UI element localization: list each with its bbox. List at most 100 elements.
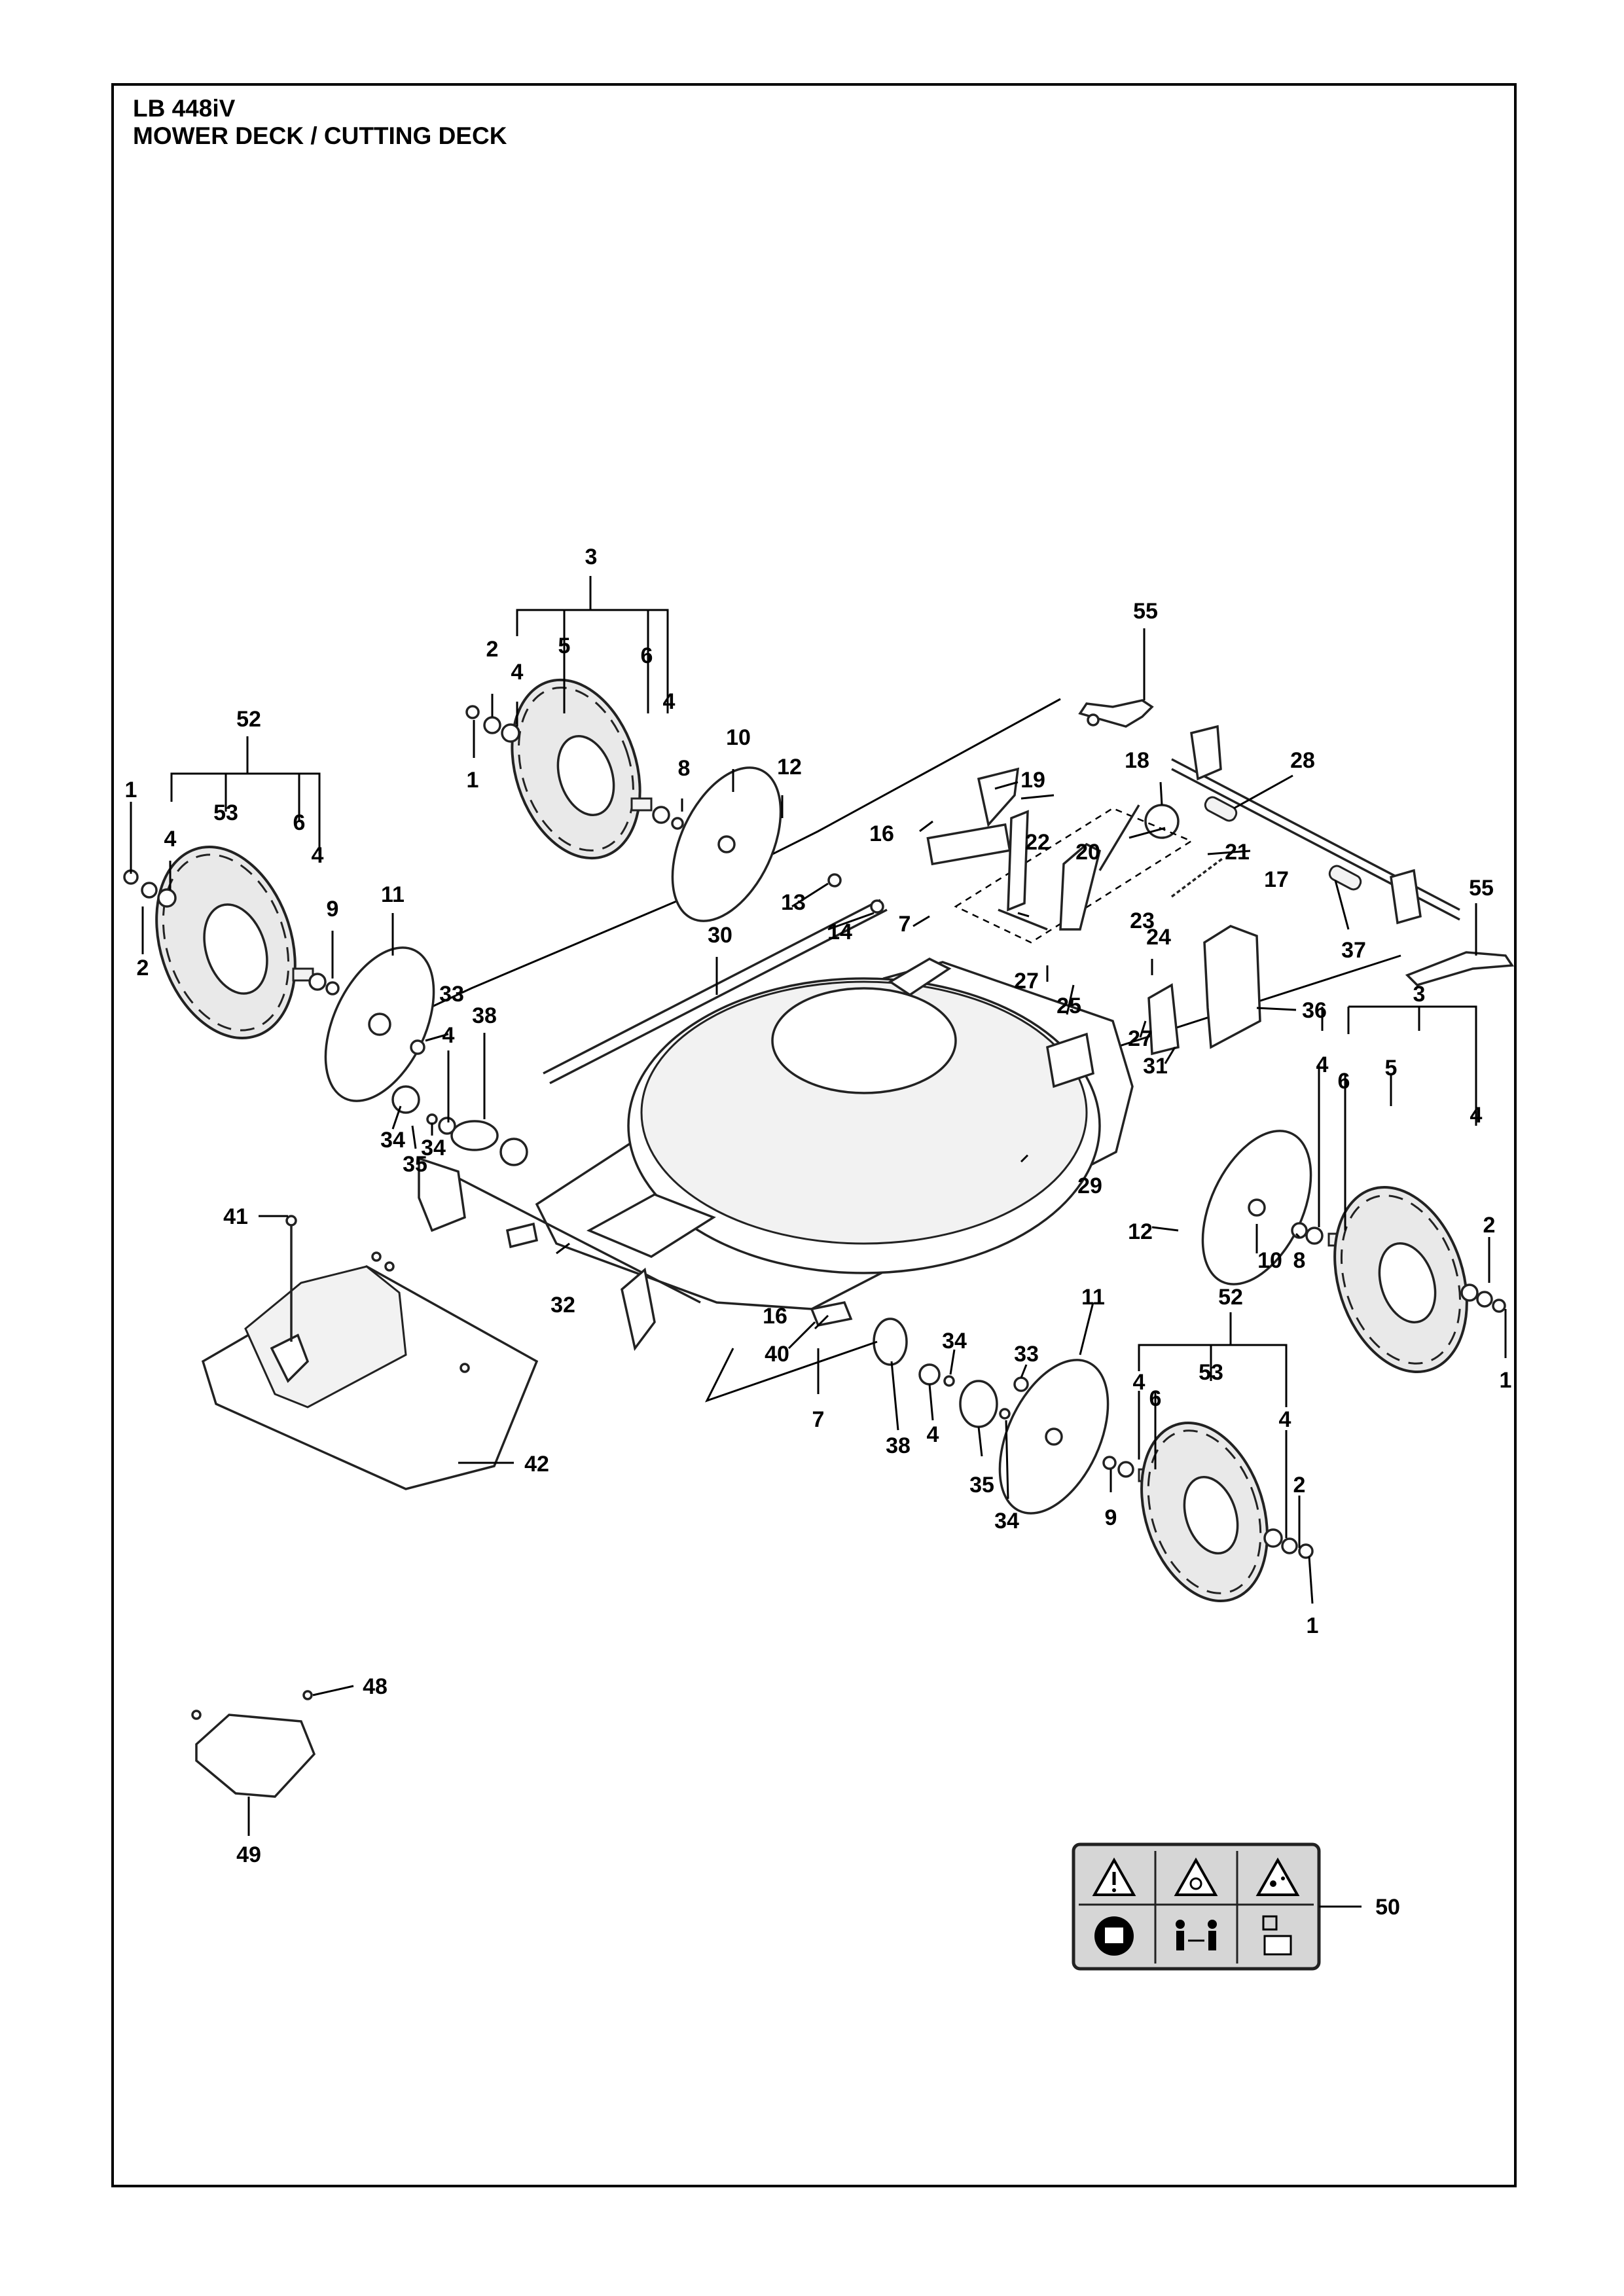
warning-triangle-icon — [1092, 1857, 1136, 1896]
page-border — [111, 83, 1517, 2187]
callout-34: 34 — [942, 1329, 967, 1354]
read-manual-icon — [1094, 1916, 1134, 1956]
callout-2: 2 — [486, 637, 499, 662]
top-rear-wheel — [465, 678, 782, 922]
callout-7: 7 — [812, 1407, 825, 1432]
callout-33: 33 — [1014, 1342, 1039, 1367]
height-lever-right — [1405, 951, 1515, 986]
thrown-object-icon — [1255, 1857, 1300, 1896]
callout-1: 1 — [125, 778, 137, 802]
washer-14 — [870, 899, 884, 914]
callout-48: 48 — [363, 1674, 388, 1699]
rod-sleeves — [1144, 796, 1362, 891]
callout-42: 42 — [524, 1452, 549, 1477]
callout-53: 53 — [213, 800, 238, 825]
blade-hazard-icon — [1174, 1857, 1218, 1896]
battery-cover — [201, 1215, 539, 1490]
callout-3: 3 — [585, 545, 598, 569]
side-rod — [418, 1157, 701, 1352]
disconnect-icon — [1262, 1915, 1292, 1956]
left-hubcap — [324, 946, 528, 1166]
right-top-wheel — [1201, 1130, 1506, 1373]
callout-4: 4 — [927, 1422, 939, 1447]
callout-1: 1 — [1500, 1368, 1512, 1393]
callout-4: 4 — [312, 843, 324, 868]
washer-13 — [827, 873, 842, 888]
callout-12: 12 — [777, 755, 802, 780]
callout-37: 37 — [1341, 938, 1366, 963]
callout-35: 35 — [403, 1152, 427, 1177]
callout-33: 33 — [439, 982, 464, 1007]
callout-32: 32 — [550, 1293, 575, 1318]
lever-assembly — [926, 767, 1225, 931]
callout-2: 2 — [1483, 1213, 1496, 1238]
callout-10: 10 — [726, 725, 751, 750]
callout-6: 6 — [293, 810, 306, 835]
rear-height-rod — [1171, 725, 1460, 925]
callout-53: 53 — [1199, 1360, 1223, 1385]
callout-36: 36 — [1302, 998, 1327, 1023]
callout-40: 40 — [765, 1342, 789, 1367]
callout-5: 5 — [558, 634, 571, 658]
callout-12: 12 — [1128, 1219, 1153, 1244]
callout-21: 21 — [1225, 840, 1250, 865]
callout-4: 4 — [1470, 1103, 1483, 1128]
lever-assembly-outline — [954, 807, 1193, 944]
right-bottom-wheel — [873, 1318, 1314, 1603]
callout-31: 31 — [1143, 1054, 1168, 1079]
callout-4: 4 — [511, 660, 524, 685]
callout-2: 2 — [1293, 1473, 1306, 1498]
callout-17: 17 — [1264, 867, 1289, 892]
page-header: LB 448iV MOWER DECK / CUTTING DECK — [133, 95, 507, 150]
callout-55: 55 — [1133, 599, 1158, 624]
callout-4: 4 — [1133, 1370, 1146, 1395]
callout-38: 38 — [886, 1433, 911, 1458]
leader-lines — [130, 576, 1507, 1908]
callout-27: 27 — [1014, 969, 1039, 994]
callout-52: 52 — [236, 707, 261, 732]
callout-4: 4 — [1279, 1407, 1291, 1432]
callout-34: 34 — [380, 1128, 405, 1153]
callout-24: 24 — [1146, 925, 1171, 950]
callout-20: 20 — [1075, 840, 1100, 865]
front-axle-line — [705, 1340, 878, 1403]
callout-labels: 3 2 5 4 6 4 10 8 12 1 52 1 53 4 6 4 2 9 … — [125, 545, 1512, 1920]
callout-25: 25 — [1056, 994, 1081, 1018]
cover-tray — [191, 1690, 316, 1798]
callout-1: 1 — [1307, 1613, 1319, 1638]
callout-34: 34 — [421, 1136, 446, 1160]
callout-23: 23 — [1130, 908, 1155, 933]
callout-16: 16 — [763, 1304, 787, 1329]
callout-11: 11 — [1081, 1285, 1105, 1310]
mower-deck — [535, 958, 1134, 1310]
callout-4: 4 — [442, 1023, 455, 1048]
callout-10: 10 — [1257, 1248, 1282, 1273]
callout-30: 30 — [708, 923, 732, 948]
height-lever-top — [1078, 699, 1154, 728]
callout-29: 29 — [1077, 1174, 1102, 1198]
callout-5: 5 — [1385, 1056, 1398, 1081]
callout-55: 55 — [1469, 876, 1494, 901]
callout-16: 16 — [869, 821, 894, 846]
callout-41: 41 — [223, 1204, 248, 1229]
callout-11: 11 — [381, 882, 405, 907]
callout-28: 28 — [1290, 748, 1315, 773]
callout-27: 27 — [1128, 1026, 1153, 1051]
callout-9: 9 — [1105, 1505, 1117, 1530]
callout-6: 6 — [1338, 1069, 1350, 1094]
callout-38: 38 — [472, 1003, 497, 1028]
callout-4: 4 — [164, 827, 177, 852]
callout-35: 35 — [969, 1473, 994, 1498]
callout-18: 18 — [1125, 748, 1149, 773]
callout-49: 49 — [236, 1842, 261, 1867]
callout-9: 9 — [327, 897, 339, 922]
callout-8: 8 — [1293, 1248, 1306, 1273]
callout-14: 14 — [827, 920, 852, 944]
callout-4: 4 — [663, 689, 676, 714]
left-rear-wheel — [123, 846, 340, 1039]
keep-distance-icon — [1176, 1920, 1217, 1950]
front-rod — [543, 899, 888, 1085]
callout-22: 22 — [1025, 830, 1050, 855]
callout-4: 4 — [1316, 1052, 1329, 1077]
